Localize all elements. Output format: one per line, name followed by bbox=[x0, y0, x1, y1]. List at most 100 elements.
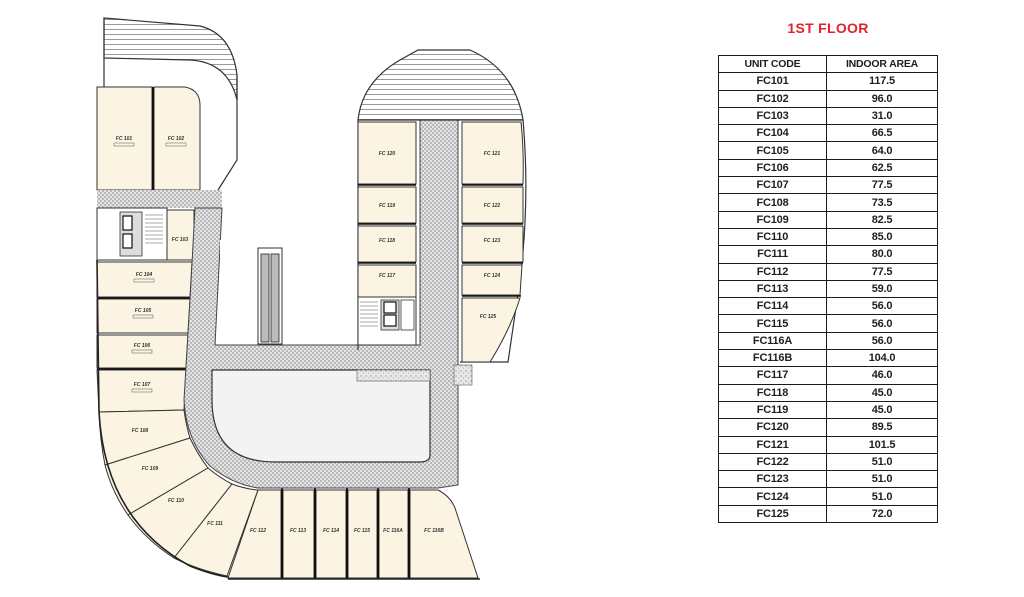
right-core bbox=[357, 296, 417, 346]
unit-fc124[interactable]: FC 124 bbox=[461, 264, 523, 296]
svg-text:FC 123: FC 123 bbox=[484, 238, 501, 244]
atrium-void bbox=[211, 369, 431, 463]
svg-text:FC 125: FC 125 bbox=[480, 314, 497, 320]
unit-fc101[interactable]: FC 101 bbox=[96, 86, 153, 191]
unit-code-cell: FC109 bbox=[718, 210, 827, 229]
unit-fc118[interactable]: FC 118 bbox=[357, 225, 417, 263]
unit-fc123[interactable]: FC 123 bbox=[461, 225, 524, 263]
unit-code-cell: FC119 bbox=[718, 400, 827, 420]
right-canopy bbox=[357, 49, 524, 121]
svg-text:FC 101: FC 101 bbox=[116, 136, 133, 142]
indoor-area-cell: 51.0 bbox=[826, 487, 938, 506]
header-indoor-area: INDOOR AREA bbox=[826, 54, 938, 74]
indoor-area-cell: 89.5 bbox=[826, 418, 938, 437]
svg-text:FC 103: FC 103 bbox=[172, 237, 189, 243]
unit-code-cell: FC118 bbox=[718, 383, 827, 402]
unit-code-cell: FC103 bbox=[718, 106, 827, 126]
unit-fc106[interactable]: FC 106 bbox=[96, 334, 189, 369]
unit-fc104[interactable]: FC 104 bbox=[96, 261, 193, 298]
indoor-area-cell: 51.0 bbox=[826, 452, 938, 472]
unit-fc120[interactable]: FC 120 bbox=[357, 121, 417, 185]
unit-fc125[interactable]: FC 125 bbox=[461, 297, 521, 363]
unit-fc115[interactable]: FC 115 bbox=[347, 489, 378, 579]
indoor-area-cell: 117.5 bbox=[826, 72, 938, 91]
unit-fc102[interactable]: FC 102 bbox=[153, 86, 201, 191]
svg-text:FC 104: FC 104 bbox=[136, 272, 153, 278]
svg-text:FC 105: FC 105 bbox=[135, 308, 152, 314]
unit-code-cell: FC110 bbox=[718, 227, 827, 247]
unit-code-cell: FC102 bbox=[718, 89, 827, 108]
indoor-area-cell: 80.0 bbox=[826, 245, 938, 264]
open-atrium-top bbox=[220, 240, 355, 344]
indoor-area-cell: 66.5 bbox=[826, 124, 938, 143]
svg-text:FC 102: FC 102 bbox=[168, 136, 185, 142]
unit-fc114[interactable]: FC 114 bbox=[315, 489, 347, 579]
outer-curve-wall bbox=[96, 259, 241, 579]
unit-code-cell: FC107 bbox=[718, 176, 827, 195]
indoor-area-cell: 51.0 bbox=[826, 470, 938, 489]
escalator bbox=[257, 247, 283, 345]
svg-text:FC 120: FC 120 bbox=[379, 151, 396, 157]
planter bbox=[356, 369, 431, 382]
unit-code-cell: FC106 bbox=[718, 158, 827, 178]
indoor-area-cell: 77.5 bbox=[826, 262, 938, 281]
indoor-area-cell: 73.5 bbox=[826, 193, 938, 212]
header-unit-code: UNIT CODE bbox=[718, 54, 827, 74]
unit-fc116a[interactable]: FC 116A bbox=[378, 489, 409, 579]
unit-fc113[interactable]: FC 113 bbox=[282, 489, 315, 579]
svg-text:FC 110: FC 110 bbox=[168, 498, 184, 504]
indoor-area-cell: 101.5 bbox=[826, 435, 938, 454]
unit-code-cell: FC122 bbox=[718, 452, 827, 472]
indoor-area-cell: 77.5 bbox=[826, 176, 938, 195]
unit-fc119[interactable]: FC 119 bbox=[357, 186, 417, 224]
indoor-area-cell: 56.0 bbox=[826, 297, 938, 316]
unit-fc122[interactable]: FC 122 bbox=[461, 186, 524, 224]
svg-text:FC 115: FC 115 bbox=[354, 528, 370, 534]
svg-text:FC 117: FC 117 bbox=[379, 273, 395, 279]
svg-text:FC 124: FC 124 bbox=[484, 273, 501, 279]
unit-code-cell: FC108 bbox=[718, 193, 827, 212]
unit-code-cell: FC101 bbox=[718, 72, 827, 91]
indoor-area-cell: 104.0 bbox=[826, 349, 938, 368]
svg-text:FC 121: FC 121 bbox=[484, 151, 501, 157]
svg-text:FC 108: FC 108 bbox=[132, 428, 149, 434]
unit-fc117[interactable]: FC 117 bbox=[357, 264, 417, 298]
planter-right bbox=[453, 364, 473, 386]
unit-fc105[interactable]: FC 105 bbox=[96, 298, 191, 334]
svg-text:FC 111: FC 111 bbox=[207, 521, 223, 527]
indoor-area-cell: 85.0 bbox=[826, 227, 938, 247]
unit-fc121[interactable]: FC 121 bbox=[461, 121, 524, 185]
indoor-area-cell: 45.0 bbox=[826, 400, 938, 420]
unit-code-cell: FC115 bbox=[718, 314, 827, 333]
unit-fc116b[interactable]: FC 116B bbox=[409, 489, 479, 579]
svg-text:FC 113: FC 113 bbox=[290, 528, 306, 534]
indoor-area-cell: 96.0 bbox=[826, 89, 938, 108]
unit-code-cell: FC112 bbox=[718, 262, 827, 281]
unit-fc107[interactable]: FC 107 bbox=[96, 369, 187, 413]
corridor-top-left bbox=[97, 190, 222, 208]
floor-title: 1ST FLOOR bbox=[787, 20, 869, 36]
unit-fc103[interactable]: FC 103 bbox=[166, 209, 195, 261]
unit-code-cell: FC116A bbox=[718, 331, 827, 351]
indoor-area-cell: 46.0 bbox=[826, 366, 938, 385]
indoor-area-cell: 31.0 bbox=[826, 106, 938, 126]
svg-text:FC 119: FC 119 bbox=[379, 203, 395, 209]
